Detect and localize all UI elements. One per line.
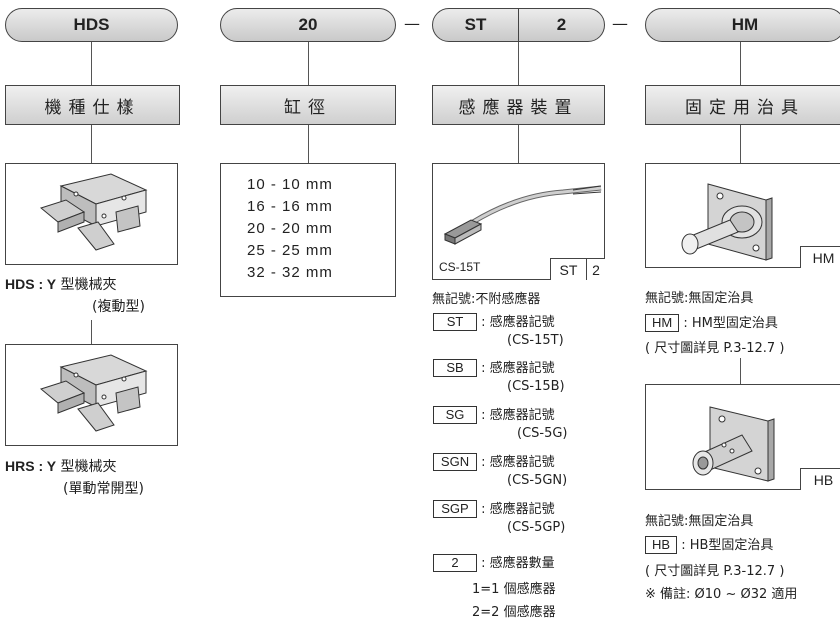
sensor-pill: ST 2: [432, 8, 605, 42]
code-box: SGP: [433, 500, 477, 518]
fixture-tag-hb: HB: [800, 468, 840, 490]
sensor-item-model: (CS-5GN): [507, 473, 568, 488]
code-box: 2: [433, 554, 477, 572]
sensor-count-line: 2 : 感應器數量: [433, 552, 555, 572]
connector: [308, 42, 309, 85]
sensor-count-label: : 感應器數量: [481, 556, 555, 571]
sensor-item-st: ST : 感應器記號: [433, 311, 555, 331]
bore-size-list: 10 - 10 mm 16 - 16 mm 20 - 20 mm 25 - 25…: [247, 174, 333, 284]
connector: [91, 42, 92, 85]
gripper-image-hrs: [5, 344, 178, 446]
sensor-item-model: (CS-5G): [517, 426, 568, 441]
sensor-item-label: : 感應器記號: [481, 361, 555, 376]
fixture-ref: ( 尺寸圖詳見 P.3-12.7 ): [645, 564, 785, 579]
fixture-label: : HB型固定治具: [681, 538, 774, 553]
header-bore: 缸徑: [220, 85, 396, 125]
connector: [308, 125, 309, 163]
model-pill: HDS: [5, 8, 178, 42]
model-desc: 型機械夾: [60, 277, 117, 293]
model-code: HRS : Y: [5, 458, 57, 474]
bore-pill: 20: [220, 8, 396, 42]
fixture-line-hm: HM : HM型固定治具: [645, 312, 778, 332]
model-line-hrs: HRS : Y 型機械夾: [5, 456, 117, 476]
gripper-image-hds: [5, 163, 178, 265]
sensor-image-box: CS-15T ST 2: [432, 163, 605, 280]
sensor-item-sg: SG : 感應器記號: [433, 404, 555, 424]
sensor-item-model: (CS-15B): [507, 379, 565, 394]
sensor-count: 2: [556, 15, 567, 34]
bore-size-item: 16 - 16 mm: [247, 198, 333, 215]
code-box: SGN: [433, 453, 477, 471]
fixture-image-hm: HM: [645, 163, 840, 268]
sensor-caption: CS-15T: [439, 260, 481, 274]
pill-divider: [518, 9, 519, 41]
fixture-label: : HM型固定治具: [683, 316, 778, 331]
connector: [91, 320, 92, 344]
fixture-image-hb: HB: [645, 384, 840, 490]
connector: [740, 125, 741, 163]
connector: [518, 125, 519, 163]
connector: [740, 358, 741, 384]
model-line-hds: HDS : Y 型機械夾: [5, 274, 117, 294]
connector: [740, 42, 741, 85]
code-box: SG: [433, 406, 477, 424]
sensor-item-sgp: SGP : 感應器記號: [433, 498, 555, 518]
bore-size-item: 25 - 25 mm: [247, 242, 333, 259]
sensor-count-option: 2=2 個感應器: [472, 605, 556, 620]
header-fixture: 固定用治具: [645, 85, 840, 125]
sensor-code: ST: [464, 15, 487, 34]
fixture-none: 無記號:無固定治具: [645, 291, 754, 306]
model-desc: 型機械夾: [60, 459, 117, 475]
dash-separator: —: [612, 14, 628, 33]
sensor-item-label: : 感應器記號: [481, 455, 555, 470]
bore-size-box: 10 - 10 mm 16 - 16 mm 20 - 20 mm 25 - 25…: [220, 163, 396, 297]
model-code: HDS : Y: [5, 276, 57, 292]
code-box: HB: [645, 536, 678, 554]
sensor-none: 無記號:不附感應器: [432, 292, 541, 307]
sensor-item-sb: SB : 感應器記號: [433, 357, 555, 377]
fixture-tag-hm: HM: [800, 246, 840, 268]
fixture-line-hb: HB : HB型固定治具: [645, 534, 773, 554]
bore-size-item: 20 - 20 mm: [247, 220, 333, 237]
dash-separator: —: [404, 14, 420, 33]
connector: [91, 125, 92, 163]
sensor-item-model: (CS-5GP): [507, 520, 566, 535]
bore-size-item: 10 - 10 mm: [247, 176, 333, 193]
fixture-pill: HM: [645, 8, 840, 42]
fixture-note: ※ 備註: Ø10 ~ Ø32 適用: [645, 587, 798, 602]
model-sub: (單動常開型): [63, 481, 144, 497]
hm-fixture-drawing: [681, 183, 773, 261]
bore-size-item: 32 - 32 mm: [247, 264, 333, 281]
sensor-item-label: : 感應器記號: [481, 408, 555, 423]
sensor-drawing: [443, 185, 602, 245]
fixture-none: 無記號:無固定治具: [645, 514, 754, 529]
connector: [518, 42, 519, 85]
header-sensor: 感應器裝置: [432, 85, 605, 125]
sensor-item-sgn: SGN : 感應器記號: [433, 451, 555, 471]
sensor-item-label: : 感應器記號: [481, 315, 555, 330]
model-sub: (複動型): [92, 299, 145, 315]
sensor-item-model: (CS-15T): [507, 333, 564, 348]
sensor-count-tag: 2: [586, 258, 605, 280]
sensor-item-label: : 感應器記號: [481, 502, 555, 517]
sensor-count-option: 1=1 個感應器: [472, 582, 556, 597]
header-model: 機種仕樣: [5, 85, 180, 125]
hb-fixture-drawing: [692, 406, 775, 482]
code-box: HM: [645, 314, 680, 332]
code-box: ST: [433, 313, 477, 331]
fixture-ref: ( 尺寸圖詳見 P.3-12.7 ): [645, 341, 785, 356]
sensor-code-tag: ST: [550, 258, 586, 280]
code-box: SB: [433, 359, 477, 377]
